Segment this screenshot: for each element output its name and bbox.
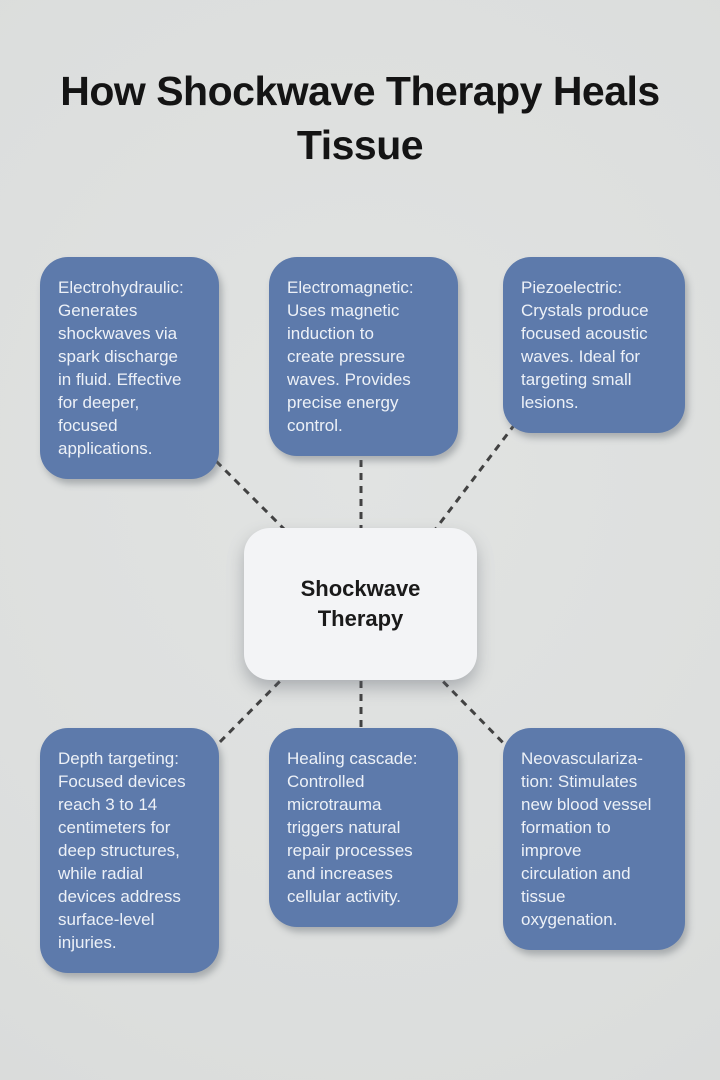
node-healing-cascade-text: Healing cascade: Controlled microtrauma … [287, 749, 418, 906]
node-depth-targeting: Depth targeting: Focused devices reach 3… [40, 728, 219, 973]
page-title: How Shockwave Therapy Heals Tissue [60, 68, 660, 168]
node-depth-targeting-text: Depth targeting: Focused devices reach 3… [58, 749, 186, 952]
node-neovascularization: Neovasculariza- tion: Stimulates new blo… [503, 728, 685, 950]
node-healing-cascade: Healing cascade: Controlled microtrauma … [269, 728, 458, 927]
node-electromagnetic: Electromagnetic: Uses magnetic induction… [269, 257, 458, 456]
node-electrohydraulic: Electrohydraulic: Generates shockwaves v… [40, 257, 219, 479]
node-neovascularization-text: Neovasculariza- tion: Stimulates new blo… [521, 749, 652, 929]
node-electrohydraulic-text: Electrohydraulic: Generates shockwaves v… [58, 278, 184, 458]
node-piezoelectric: Piezoelectric: Crystals produce focused … [503, 257, 685, 433]
node-piezoelectric-text: Piezoelectric: Crystals produce focused … [521, 278, 649, 412]
center-node-label: Shockwave Therapy [300, 576, 421, 631]
center-node-shockwave-therapy: Shockwave Therapy [244, 528, 477, 680]
node-electromagnetic-text: Electromagnetic: Uses magnetic induction… [287, 278, 414, 435]
